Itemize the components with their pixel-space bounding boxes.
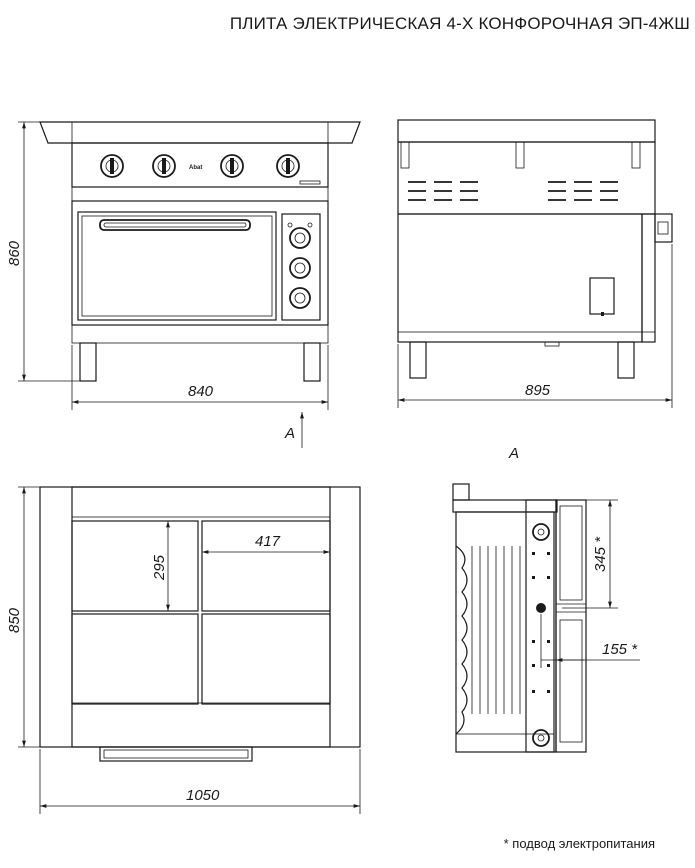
page-title: ПЛИТА ЭЛЕКТРИЧЕСКАЯ 4-Х КОНФОРОЧНАЯ ЭП-4…	[229, 14, 690, 33]
side-depth-dimension: 895	[525, 382, 551, 399]
burner-knobs	[100, 154, 300, 178]
view-marker: А	[284, 425, 295, 442]
top-width-dimension: 1050	[186, 787, 220, 804]
vent-slots	[408, 181, 618, 201]
burner-plates	[71, 520, 331, 705]
front-width-dimension: 840	[188, 383, 214, 400]
front-height-dimension: 860	[6, 240, 23, 266]
side-view: 895	[397, 119, 673, 408]
footnote: * подвод электропитания	[503, 836, 655, 851]
burner-depth-dimension: 295	[151, 554, 168, 581]
front-view: Abat 860 840 А	[6, 121, 361, 448]
connection-height-dimension: 345 *	[592, 536, 609, 572]
burner-width-dimension: 417	[255, 533, 281, 550]
top-view: 295 417 850 1050	[6, 486, 361, 814]
brand-logo: Abat	[189, 165, 202, 171]
top-depth-dimension: 850	[6, 607, 23, 633]
rear-view-a: А 345 *	[452, 445, 640, 753]
connection-offset-dimension: 155 *	[602, 641, 638, 658]
rear-view-label: А	[508, 445, 519, 462]
